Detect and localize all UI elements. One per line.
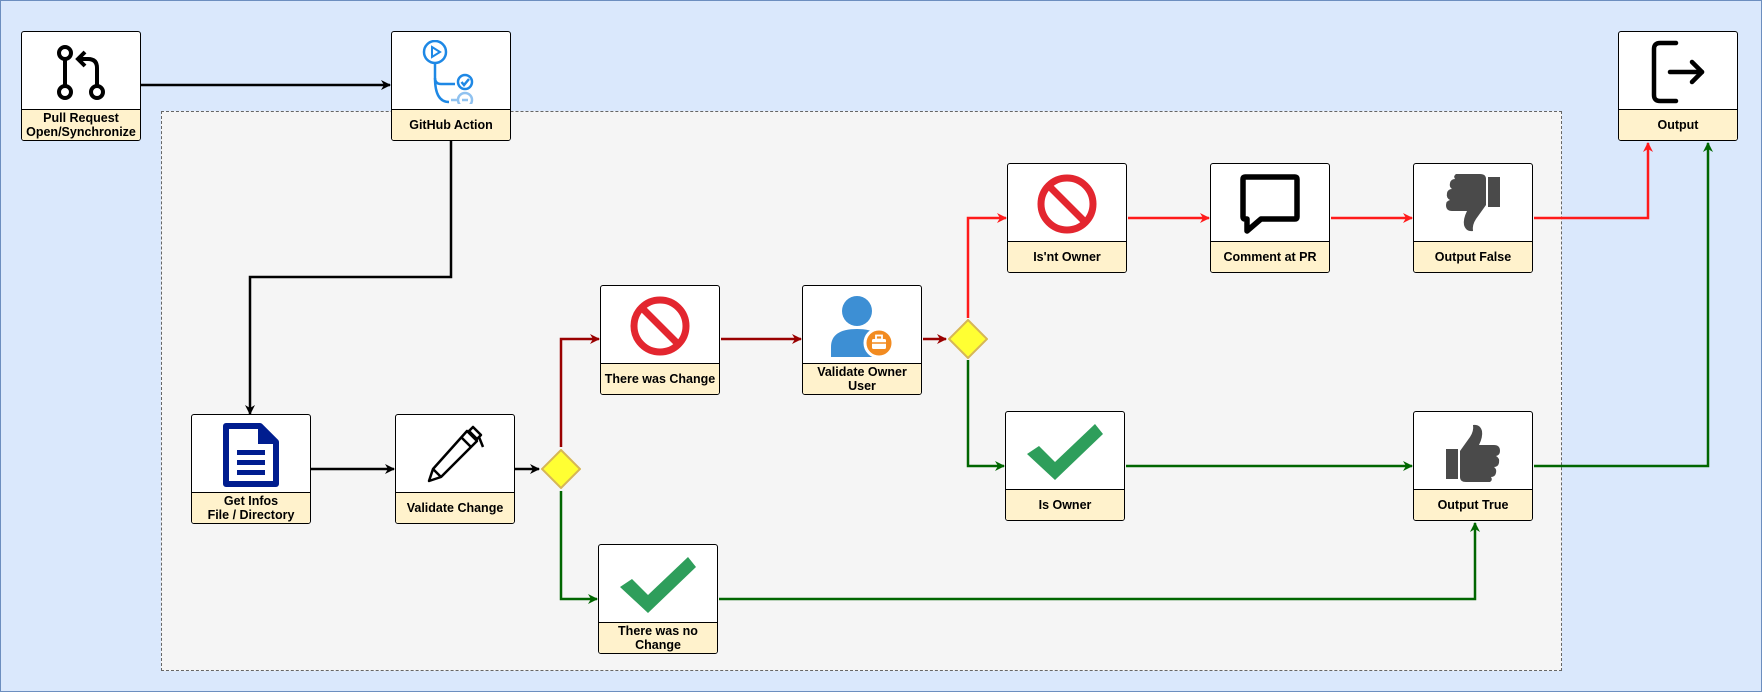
node-label: Validate Owner User: [803, 363, 921, 394]
node-label: GitHub Action: [392, 109, 510, 140]
node-output-false[interactable]: Output False: [1413, 163, 1533, 273]
node-there-was-change[interactable]: There was Change: [600, 285, 720, 395]
decision-owner-diamond: [948, 319, 988, 359]
node-is-owner[interactable]: Is Owner: [1005, 411, 1125, 521]
business-user-icon: [803, 286, 921, 366]
edge-decision-to-is-owner: [966, 360, 1005, 471]
prohibited-icon: [601, 286, 719, 366]
comment-bubble-icon: [1211, 164, 1329, 244]
node-label: Output True: [1414, 489, 1532, 520]
node-label: Output False: [1414, 241, 1532, 272]
edge-output-true-to-output: [1534, 142, 1713, 468]
node-output-true[interactable]: Output True: [1413, 411, 1533, 521]
node-label: There was no Change: [599, 622, 717, 653]
node-isnt-owner[interactable]: Is'nt Owner: [1007, 163, 1127, 273]
node-github-action[interactable]: GitHub Action: [391, 31, 511, 141]
node-label: There was Change: [601, 363, 719, 394]
prohibited-icon: [1008, 164, 1126, 244]
edge-decision-to-there-was-no-change: [559, 491, 598, 604]
checkmark-icon: [1006, 412, 1124, 492]
node-label: Is'nt Owner: [1008, 241, 1126, 272]
node-there-was-no-change[interactable]: There was no Change: [598, 544, 718, 654]
node-validate-owner-user[interactable]: Validate Owner User: [802, 285, 922, 395]
node-comment-at-pr[interactable]: Comment at PR: [1210, 163, 1330, 273]
edge-github-action-to-get-infos: [245, 141, 453, 415]
edge-there-was-no-change-to-output-true: [719, 522, 1480, 601]
git-pull-request-icon: [22, 32, 140, 112]
checkmark-icon: [599, 545, 717, 625]
edge-decision-to-isnt-owner: [966, 213, 1007, 318]
node-pull-request[interactable]: Pull Request Open/Synchronize: [21, 31, 141, 141]
exit-icon: [1619, 32, 1737, 112]
edge-decision-to-there-was-change: [559, 334, 600, 447]
node-get-infos[interactable]: Get Infos File / Directory: [191, 414, 311, 524]
node-label: Validate Change: [396, 492, 514, 523]
decision-change-diamond: [541, 449, 581, 489]
github-actions-workflow-icon: [392, 32, 510, 112]
node-label: Pull Request Open/Synchronize: [22, 109, 140, 140]
thumbs-up-icon: [1414, 412, 1532, 492]
pen-icon: [396, 415, 514, 495]
node-label: Comment at PR: [1211, 241, 1329, 272]
node-label: Is Owner: [1006, 489, 1124, 520]
node-label: Get Infos File / Directory: [192, 492, 310, 523]
document-icon: [192, 415, 310, 495]
node-output[interactable]: Output: [1618, 31, 1738, 141]
edge-output-false-to-output: [1534, 142, 1653, 220]
thumbs-down-icon: [1414, 164, 1532, 244]
node-validate-change[interactable]: Validate Change: [395, 414, 515, 524]
node-label: Output: [1619, 109, 1737, 140]
